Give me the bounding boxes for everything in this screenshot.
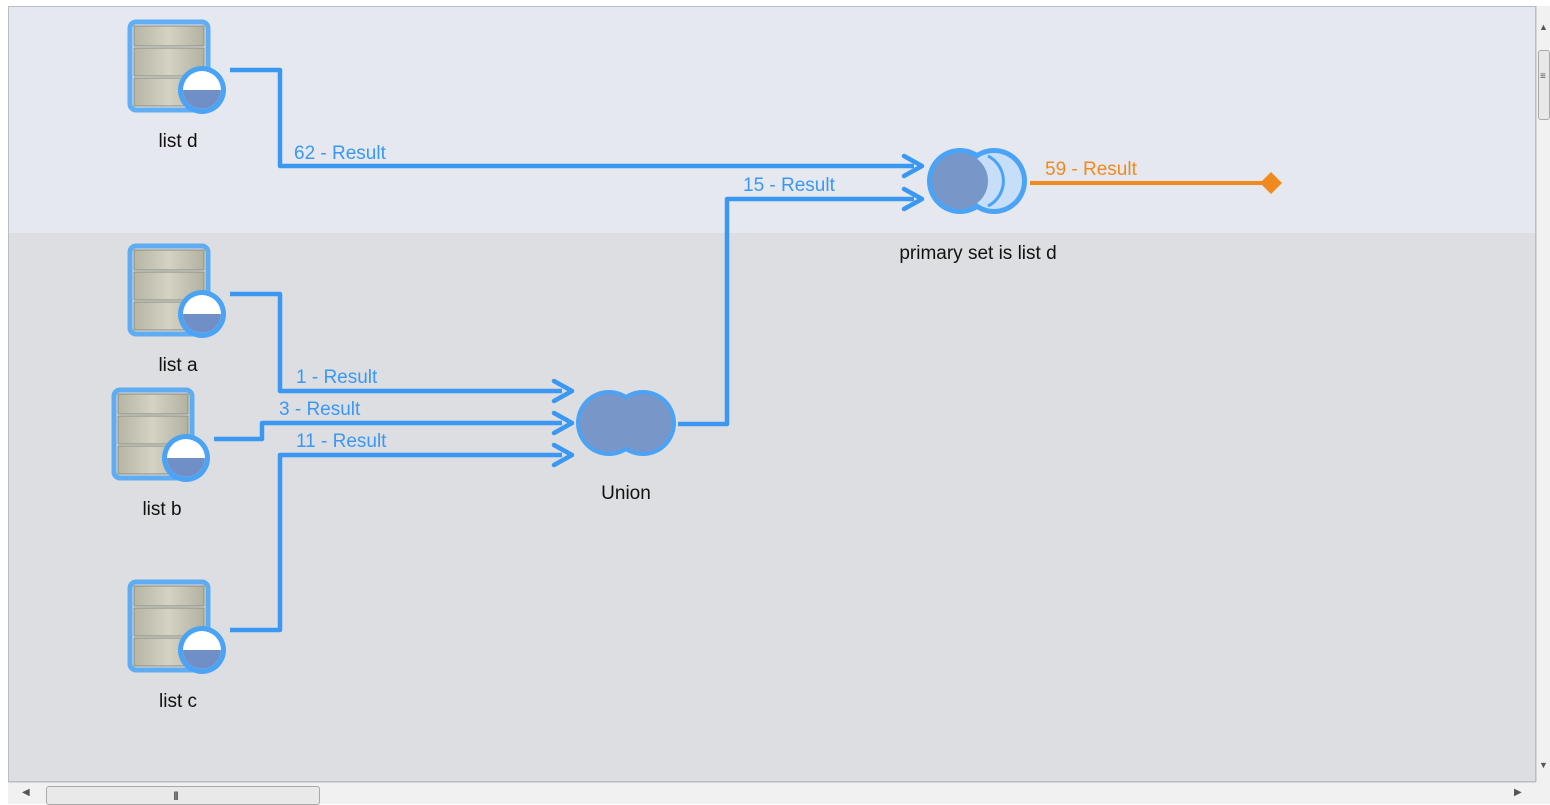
edge-a-to-union[interactable] — [230, 291, 562, 394]
edge-label-a: 1 - Result — [296, 367, 378, 388]
scroll-left-icon[interactable]: ◀ — [22, 787, 30, 798]
list-a-label: list a — [158, 355, 198, 376]
arrow-icon — [901, 186, 925, 212]
workflow-canvas[interactable] — [8, 6, 1536, 782]
scroll-down-icon[interactable]: ▼ — [1539, 760, 1548, 770]
list-d-label: list d — [158, 131, 197, 152]
diamond-endpoint-icon[interactable] — [1260, 172, 1282, 194]
list-b-node-icon[interactable] — [114, 390, 210, 482]
union-label: Union — [601, 483, 651, 504]
arrow-icon — [551, 378, 575, 404]
edge-label-c: 11 - Result — [296, 431, 387, 452]
vertical-scroll-thumb[interactable]: ≡ — [1538, 50, 1550, 120]
difference-venn-icon[interactable] — [927, 148, 1027, 214]
top-swimlane — [9, 7, 1535, 233]
difference-label: primary set is list d — [899, 243, 1056, 264]
list-d-node-icon[interactable] — [130, 22, 226, 114]
arrowheads — [551, 153, 925, 468]
grip-icon: ≡ — [1540, 71, 1546, 82]
edge-c-to-union[interactable] — [230, 452, 562, 633]
list-c-node-icon[interactable] — [130, 582, 226, 674]
edge-label-d: 62 - Result — [294, 143, 387, 164]
grip-icon: III — [173, 789, 179, 803]
scrollbar-corner — [1536, 782, 1550, 804]
horizontal-scrollbar[interactable]: ◀ III ▶ — [8, 782, 1536, 805]
arrow-icon — [551, 442, 575, 468]
list-c-label: list c — [159, 691, 197, 712]
edge-b-to-union[interactable] — [214, 420, 562, 442]
vertical-scrollbar[interactable]: ▲ ≡ ▼ — [1536, 6, 1550, 782]
edge-label-b: 3 - Result — [279, 399, 361, 420]
arrow-icon — [901, 153, 925, 179]
edge-label-union: 15 - Result — [743, 175, 836, 196]
horizontal-scroll-thumb[interactable]: III — [46, 786, 320, 805]
edge-union-to-difference[interactable] — [678, 196, 914, 427]
union-venn-icon[interactable] — [576, 390, 676, 456]
list-b-label: list b — [142, 499, 181, 520]
edge-d-to-difference[interactable] — [230, 67, 914, 169]
list-a-node-icon[interactable] — [130, 246, 226, 338]
scroll-up-icon[interactable]: ▲ — [1539, 22, 1548, 32]
scroll-right-icon[interactable]: ▶ — [1514, 787, 1522, 798]
edges — [214, 67, 914, 633]
edge-label-output: 59 - Result — [1045, 159, 1138, 180]
arrow-icon — [551, 410, 575, 436]
